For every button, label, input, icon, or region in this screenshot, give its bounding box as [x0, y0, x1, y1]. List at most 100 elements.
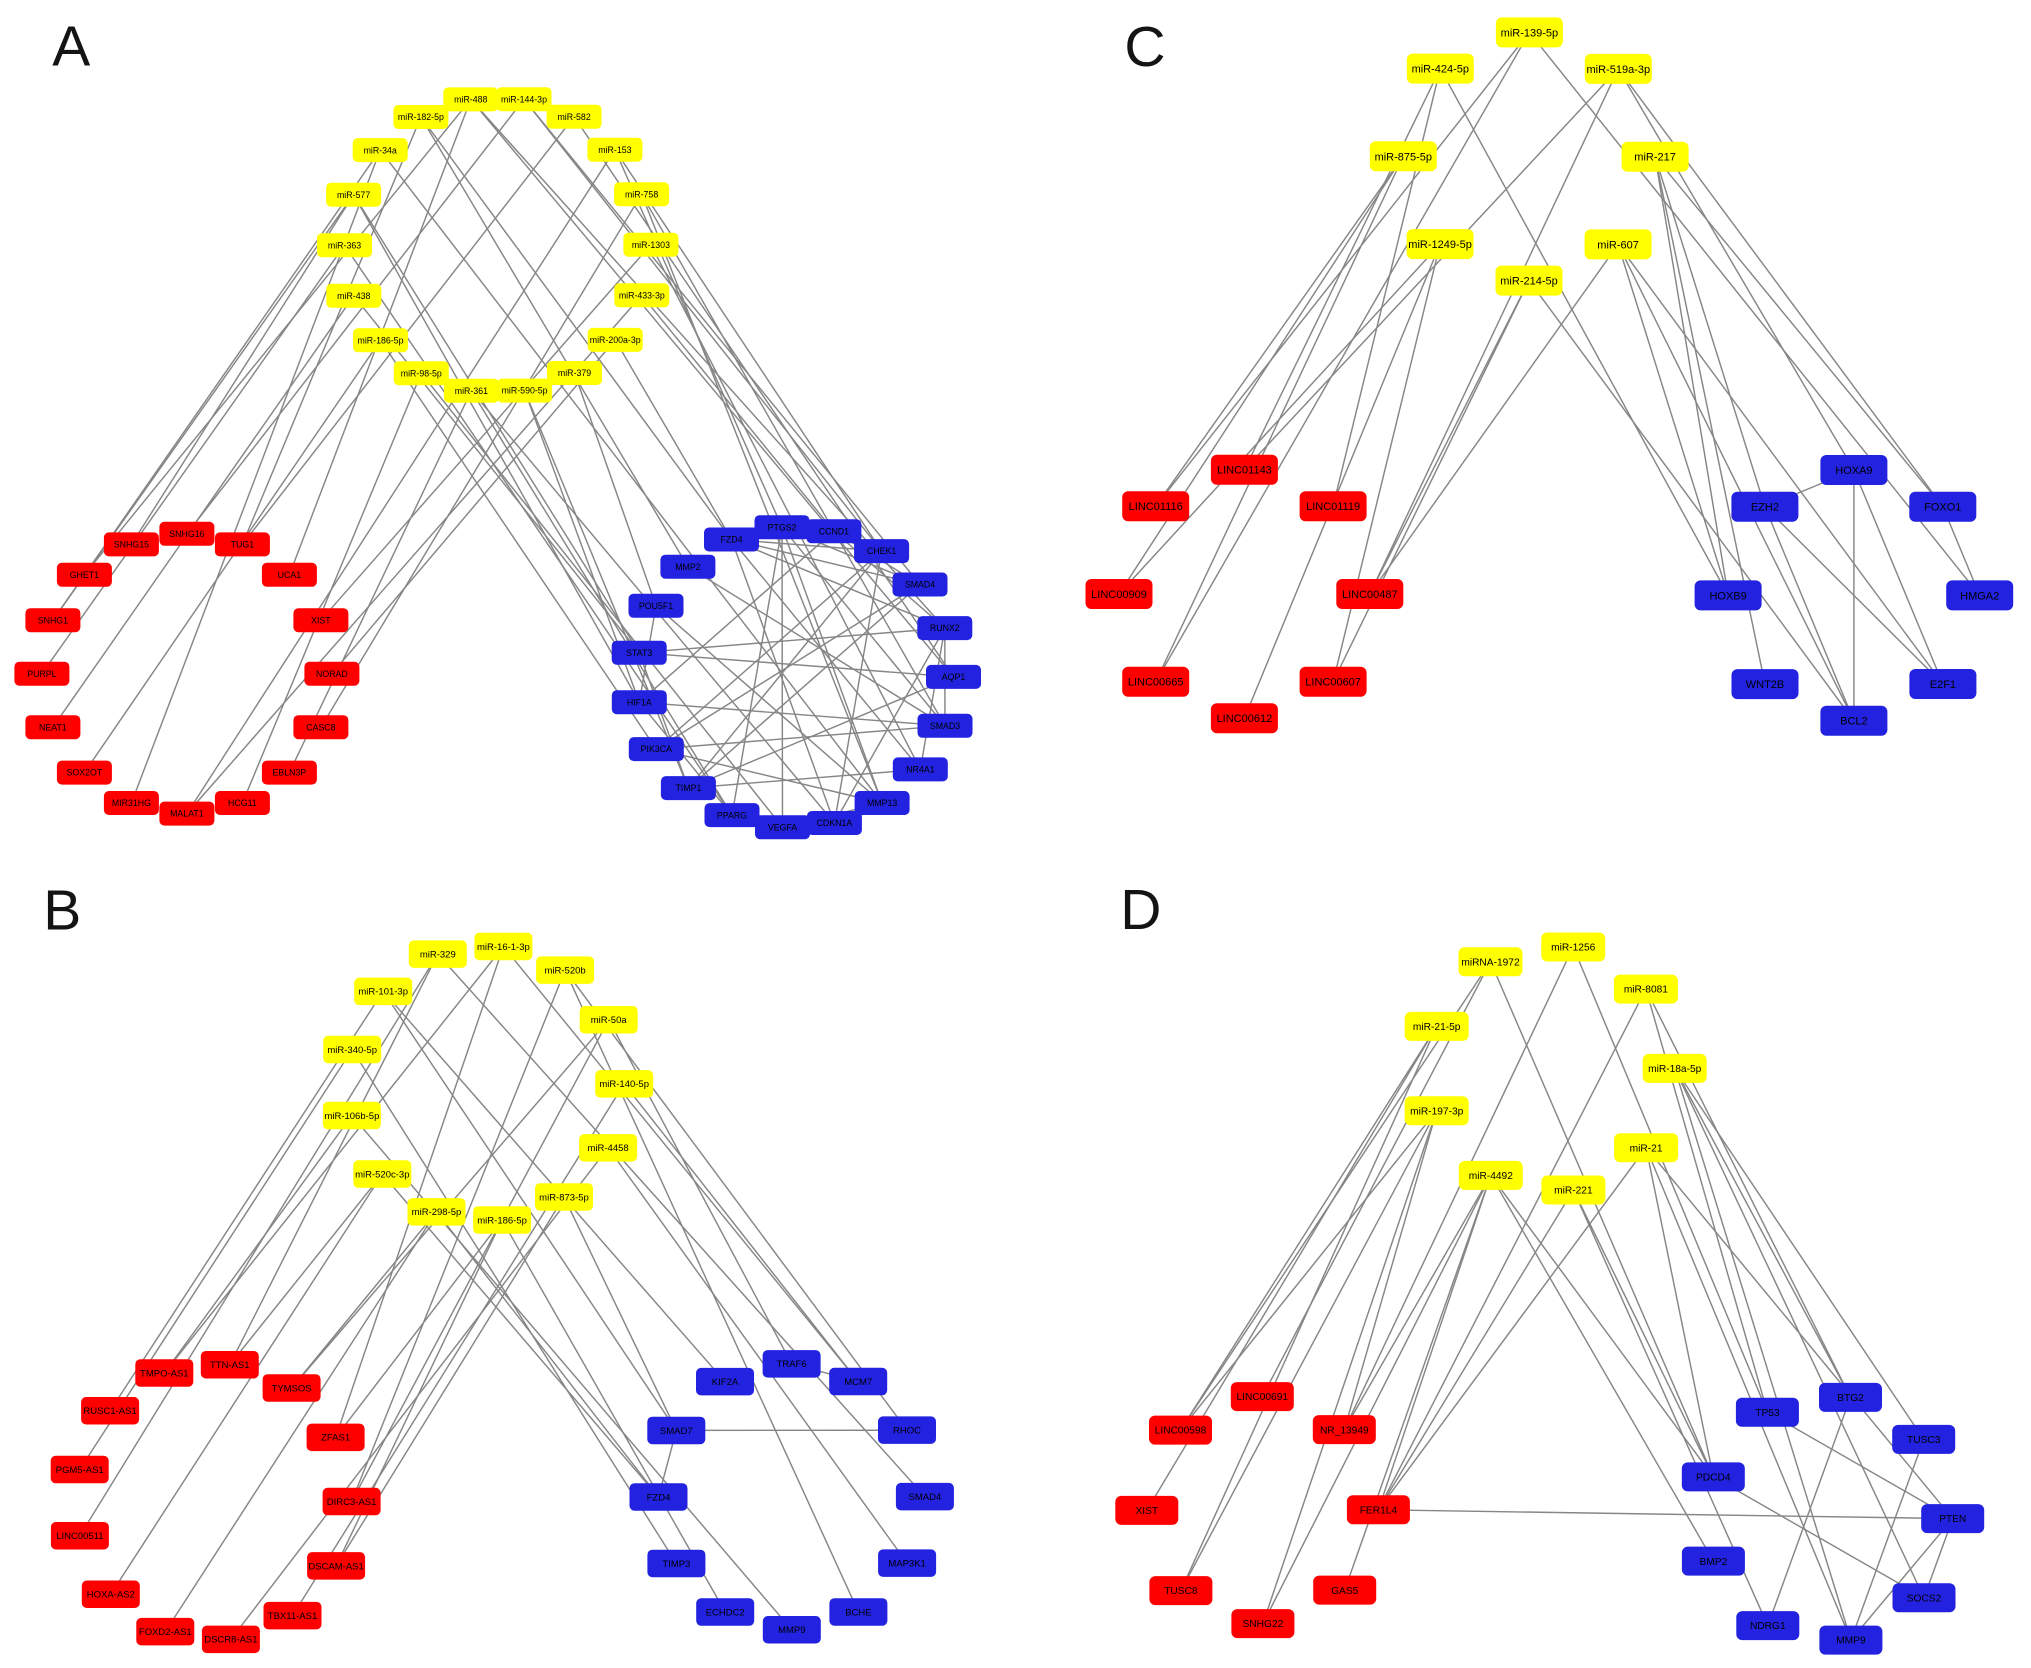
svg-text:XIST: XIST	[1135, 1506, 1158, 1517]
svg-text:PIK3CA: PIK3CA	[641, 744, 672, 754]
svg-text:RHOC: RHOC	[893, 1426, 921, 1437]
svg-text:TP53: TP53	[1755, 1408, 1780, 1419]
svg-text:HOXB9: HOXB9	[1709, 590, 1746, 602]
svg-text:miR-758: miR-758	[625, 189, 658, 199]
svg-text:miR-98-5p: miR-98-5p	[401, 368, 442, 378]
svg-text:HIF1A: HIF1A	[627, 697, 652, 707]
svg-text:miR-433-3p: miR-433-3p	[619, 291, 665, 301]
svg-text:MMP2: MMP2	[675, 562, 701, 572]
svg-text:miR-488: miR-488	[454, 95, 487, 105]
svg-text:miR-298-5p: miR-298-5p	[412, 1207, 462, 1218]
svg-text:miR-590-5p: miR-590-5p	[502, 386, 548, 396]
svg-text:PURPL: PURPL	[27, 669, 56, 679]
svg-text:POU5F1: POU5F1	[639, 601, 673, 611]
svg-text:miR-363: miR-363	[328, 240, 361, 250]
svg-text:miR-4492: miR-4492	[1469, 1171, 1513, 1182]
svg-text:ECHDC2: ECHDC2	[706, 1607, 745, 1618]
svg-text:ZFAS1: ZFAS1	[321, 1433, 350, 1444]
svg-text:PTEN: PTEN	[1939, 1514, 1966, 1525]
svg-text:TIMP3: TIMP3	[662, 1559, 690, 1570]
svg-text:miR-4458: miR-4458	[588, 1143, 629, 1154]
svg-text:BTG2: BTG2	[1837, 1393, 1864, 1404]
svg-text:SMAD7: SMAD7	[660, 1426, 693, 1437]
svg-text:miR-21: miR-21	[1630, 1143, 1663, 1154]
svg-text:MMP9: MMP9	[1836, 1636, 1866, 1647]
svg-text:DIRC3-AS1: DIRC3-AS1	[327, 1497, 377, 1508]
svg-text:NEAT1: NEAT1	[39, 722, 67, 732]
svg-text:C: C	[1124, 15, 1165, 79]
svg-text:miR-8081: miR-8081	[1624, 985, 1668, 996]
svg-text:TUSC3: TUSC3	[1907, 1435, 1941, 1446]
svg-text:LINC00607: LINC00607	[1305, 677, 1361, 689]
svg-text:SNHG15: SNHG15	[114, 540, 149, 550]
svg-text:DSCR8-AS1: DSCR8-AS1	[204, 1635, 257, 1646]
svg-text:BMP2: BMP2	[1700, 1557, 1728, 1568]
svg-text:LINC00691: LINC00691	[1237, 1392, 1289, 1403]
svg-text:HCG11: HCG11	[228, 798, 257, 808]
svg-text:SMAD4: SMAD4	[905, 580, 935, 590]
svg-text:LINC00598: LINC00598	[1155, 1426, 1207, 1437]
svg-text:HMGA2: HMGA2	[1960, 590, 1999, 602]
svg-text:miR-200a-3p: miR-200a-3p	[590, 335, 641, 345]
svg-text:miR-379: miR-379	[558, 368, 591, 378]
svg-text:miR-221: miR-221	[1554, 1186, 1593, 1197]
svg-text:VEGFA: VEGFA	[768, 822, 797, 832]
svg-text:miR-361: miR-361	[455, 386, 488, 396]
svg-text:miR-873-5p: miR-873-5p	[539, 1192, 589, 1203]
svg-text:miR-329: miR-329	[420, 950, 456, 961]
svg-text:LINC00909: LINC00909	[1091, 589, 1147, 601]
svg-text:NDRG1: NDRG1	[1750, 1621, 1786, 1632]
svg-text:miR-438: miR-438	[337, 291, 370, 301]
svg-text:TRAF6: TRAF6	[777, 1359, 807, 1370]
svg-text:NR_13949: NR_13949	[1320, 1425, 1369, 1436]
svg-text:miR-1256: miR-1256	[1551, 943, 1595, 954]
svg-text:SOCS2: SOCS2	[1907, 1593, 1942, 1604]
svg-text:miR-186-5p: miR-186-5p	[358, 335, 404, 345]
svg-text:MMP13: MMP13	[867, 798, 897, 808]
svg-text:CHEK1: CHEK1	[867, 546, 896, 556]
svg-text:PDCD4: PDCD4	[1696, 1473, 1731, 1484]
svg-text:CDKN1A: CDKN1A	[817, 818, 853, 828]
svg-text:SMAD4: SMAD4	[909, 1492, 942, 1503]
svg-text:NR4A1: NR4A1	[906, 765, 934, 775]
svg-text:MIR31HG: MIR31HG	[112, 798, 151, 808]
svg-text:miR-139-5p: miR-139-5p	[1501, 27, 1558, 39]
svg-text:LINC00487: LINC00487	[1342, 589, 1398, 601]
svg-text:miR-607: miR-607	[1597, 239, 1639, 251]
svg-text:miR-217: miR-217	[1634, 152, 1676, 164]
svg-text:miR-21-5p: miR-21-5p	[1413, 1022, 1461, 1033]
svg-text:A: A	[52, 14, 90, 78]
svg-text:miR-16-1-3p: miR-16-1-3p	[477, 942, 530, 953]
svg-text:EZH2: EZH2	[1751, 502, 1779, 514]
svg-text:TUSC8: TUSC8	[1164, 1586, 1198, 1597]
svg-text:GAS5: GAS5	[1331, 1586, 1359, 1597]
svg-text:TYMSOS: TYMSOS	[272, 1383, 312, 1394]
svg-text:miR-18a-5p: miR-18a-5p	[1648, 1064, 1702, 1075]
svg-text:miR-582: miR-582	[557, 112, 590, 122]
svg-text:EBLN3P: EBLN3P	[273, 768, 307, 778]
svg-text:CASC8: CASC8	[306, 722, 335, 732]
svg-text:KIF2A: KIF2A	[712, 1377, 739, 1388]
svg-text:miR-340-5p: miR-340-5p	[327, 1045, 377, 1056]
svg-text:miR-182-5p: miR-182-5p	[398, 112, 444, 122]
svg-text:miR-144-3p: miR-144-3p	[501, 94, 547, 104]
svg-text:miR-424-5p: miR-424-5p	[1412, 64, 1469, 76]
svg-text:FOXO1: FOXO1	[1924, 502, 1961, 514]
svg-text:miR-186-5p: miR-186-5p	[477, 1215, 527, 1226]
svg-text:miR-34a: miR-34a	[364, 145, 397, 155]
svg-text:TIMP1: TIMP1	[675, 783, 701, 793]
svg-text:BCL2: BCL2	[1840, 716, 1868, 728]
svg-text:SOX2OT: SOX2OT	[67, 768, 103, 778]
svg-text:NORAD: NORAD	[316, 669, 348, 679]
svg-text:HOXA9: HOXA9	[1835, 465, 1872, 477]
svg-text:D: D	[1120, 878, 1161, 942]
svg-text:AQP1: AQP1	[942, 672, 966, 682]
svg-text:PPARG: PPARG	[717, 810, 747, 820]
svg-text:FZD4: FZD4	[721, 535, 743, 545]
svg-text:miR-1303: miR-1303	[632, 240, 670, 250]
svg-text:LINC01143: LINC01143	[1217, 465, 1272, 477]
svg-text:RUNX2: RUNX2	[930, 623, 960, 633]
svg-text:miR-1249-5p: miR-1249-5p	[1408, 239, 1472, 251]
svg-text:TTN-AS1: TTN-AS1	[210, 1360, 250, 1371]
svg-text:PTGS2: PTGS2	[768, 522, 797, 532]
